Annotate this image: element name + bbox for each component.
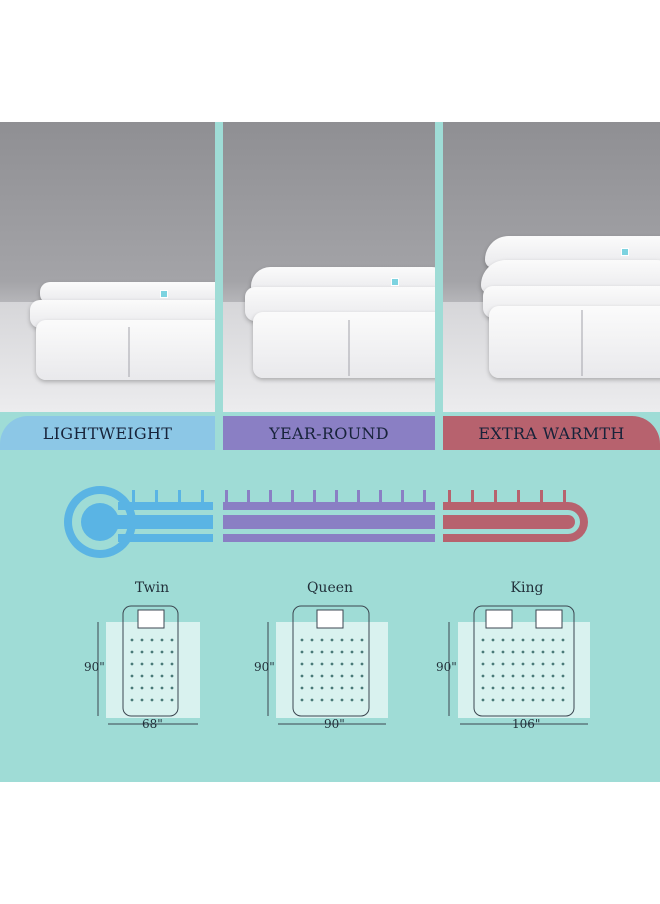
size-title-king: King <box>510 580 544 596</box>
thermometer-icon <box>64 486 588 558</box>
twin-width-label: 68" <box>142 717 163 731</box>
king-height-label: 90" <box>436 660 457 674</box>
size-title-queen: Queen <box>306 580 354 596</box>
queen-size-diagram <box>267 605 388 725</box>
top-margin <box>0 0 660 122</box>
lightweight-duvet-top-layer <box>40 282 215 304</box>
extra-warmth-duvet-base <box>489 306 660 378</box>
label-tag-icon <box>621 248 629 256</box>
lightweight-duvet-base <box>36 320 215 380</box>
size-title-twin: Twin <box>134 580 170 596</box>
king-size-diagram <box>458 605 590 725</box>
queen-width-label: 90" <box>324 717 345 731</box>
info-panel <box>0 412 660 782</box>
lightweight-duvet-photo <box>0 122 215 412</box>
king-width-label: 106" <box>512 717 541 731</box>
duvet-photo-band <box>0 122 660 412</box>
queen-height-label: 90" <box>254 660 275 674</box>
year-round-label: YEAR-ROUND <box>223 416 435 450</box>
twin-height-label: 90" <box>84 660 105 674</box>
king-height-line <box>448 622 450 716</box>
lightweight-label: LIGHTWEIGHT <box>0 416 215 450</box>
year-round-duvet-base <box>253 312 435 378</box>
label-tag-icon <box>391 278 399 286</box>
extra-warmth-label: EXTRA WARMTH <box>443 416 660 450</box>
year-round-duvet-photo <box>223 122 435 412</box>
bottom-margin <box>0 782 660 904</box>
label-tag-icon <box>160 290 168 298</box>
twin-size-diagram <box>97 605 200 725</box>
thermometer-bulb-inner <box>81 503 119 541</box>
extra-warmth-duvet-photo <box>443 122 660 412</box>
